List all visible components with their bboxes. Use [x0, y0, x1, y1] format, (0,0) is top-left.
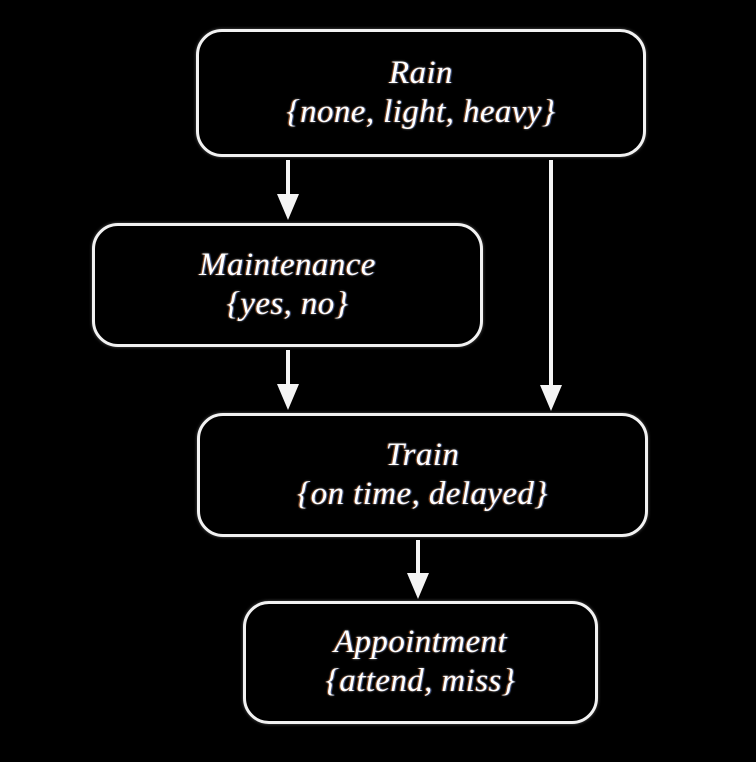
node-rain-label: Rain [389, 54, 453, 91]
edge-rain-to-train [540, 160, 562, 411]
node-train[interactable]: Train {on time, delayed} [197, 413, 648, 537]
edge-train-to-appointment [407, 540, 429, 599]
node-maintenance-label: Maintenance [199, 246, 376, 283]
edge-rain-to-maintenance [277, 160, 299, 220]
node-rain-values: {none, light, heavy} [286, 93, 556, 130]
node-maintenance-values: {yes, no} [226, 285, 349, 322]
edge-maintenance-to-train [277, 350, 299, 410]
node-train-label: Train [385, 436, 460, 473]
node-appointment-values: {attend, miss} [325, 663, 516, 699]
node-train-values: {on time, delayed} [297, 475, 548, 512]
node-maintenance[interactable]: Maintenance {yes, no} [92, 223, 483, 347]
node-rain[interactable]: Rain {none, light, heavy} [196, 29, 646, 157]
node-appointment[interactable]: Appointment {attend, miss} [243, 601, 598, 724]
node-appointment-label: Appointment [333, 624, 508, 661]
